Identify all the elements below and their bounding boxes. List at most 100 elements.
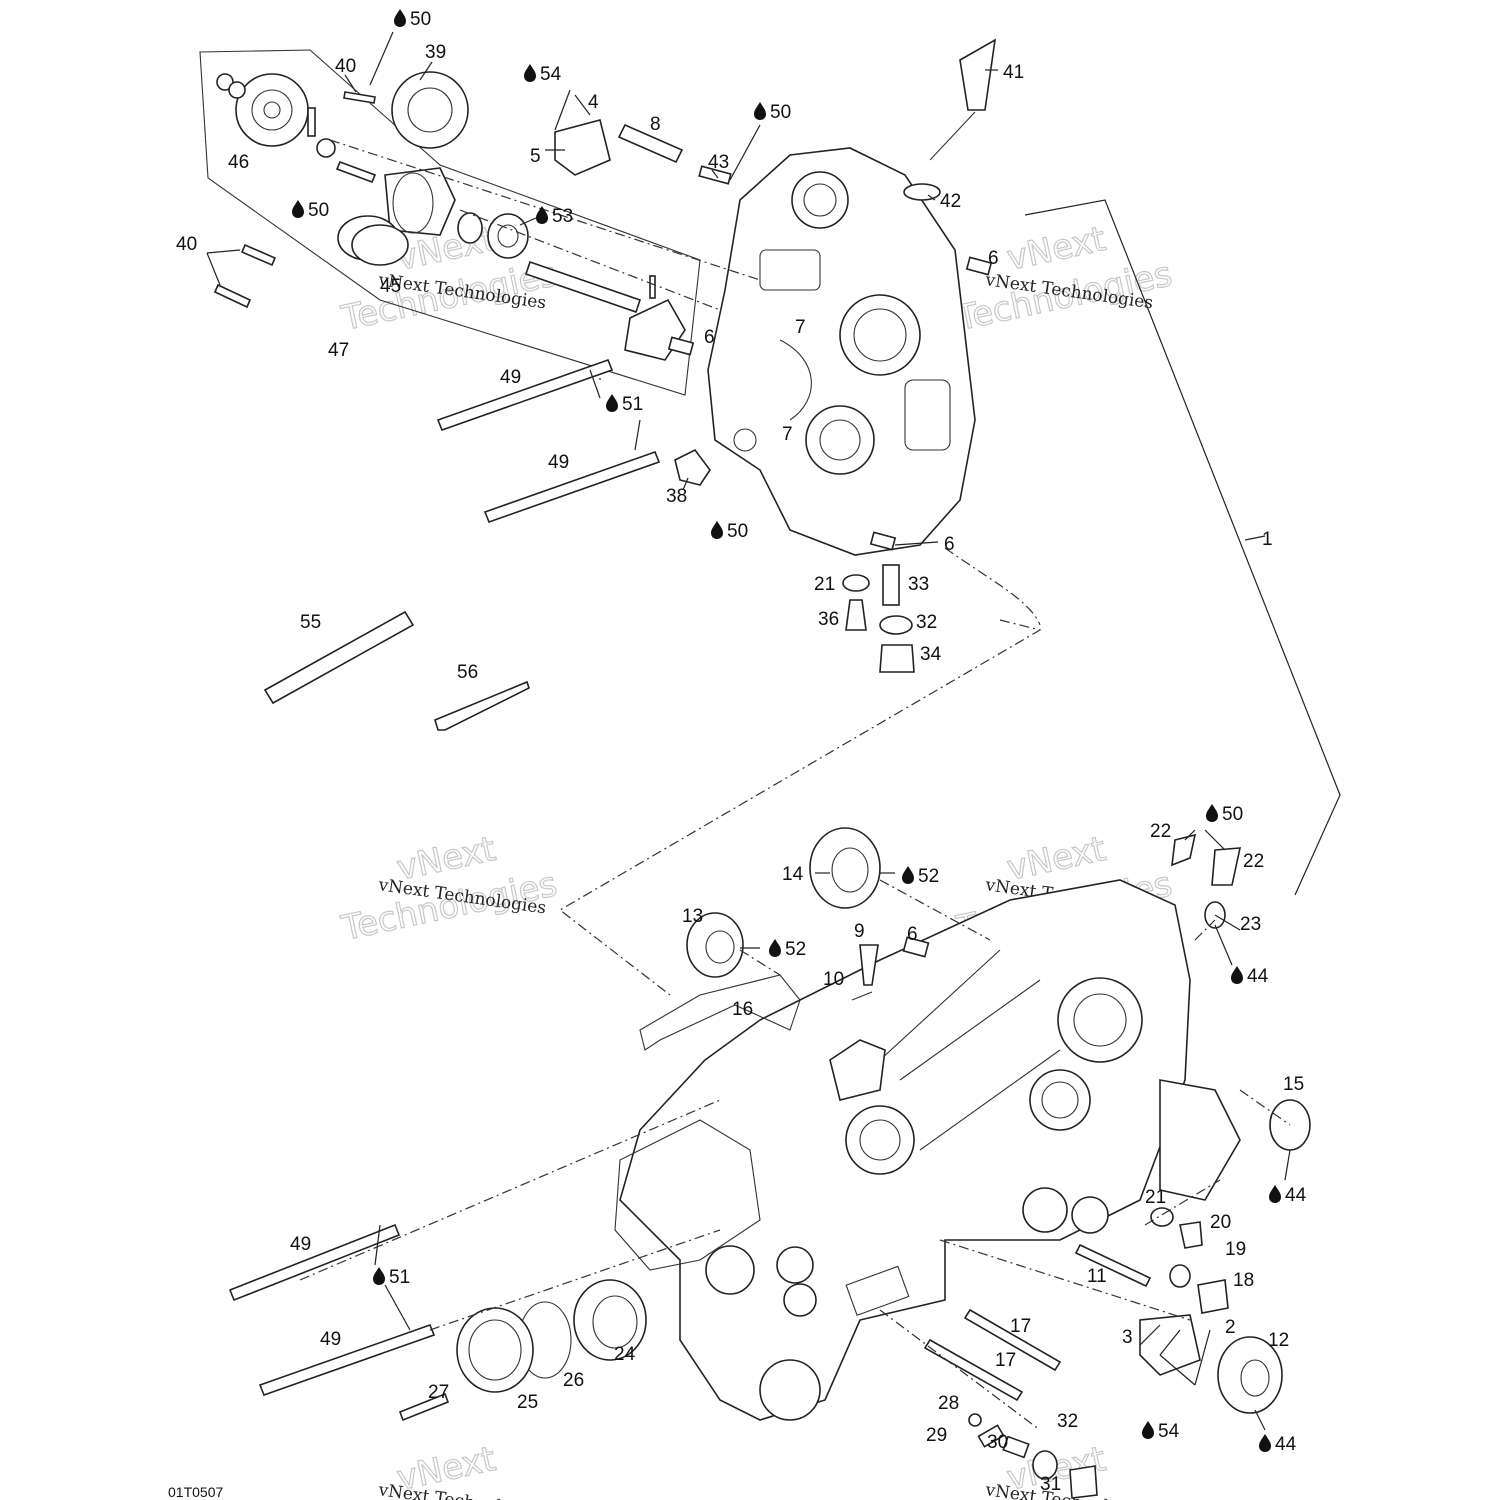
callout-number: 49 <box>548 452 569 473</box>
callout-49-a: 49 <box>500 367 521 388</box>
callout-number: 21 <box>1145 1187 1166 1208</box>
callout-number: 50 <box>1222 804 1243 825</box>
callout-44-a: 44 <box>1231 966 1269 987</box>
callout-8: 8 <box>650 114 661 135</box>
stud-49 <box>258 1323 436 1397</box>
callout-number: 49 <box>290 1234 311 1255</box>
oil-drop-icon <box>1269 1185 1281 1203</box>
callout-17-b: 17 <box>995 1350 1016 1371</box>
callout-number: 36 <box>818 609 839 630</box>
washer-32 <box>879 615 913 635</box>
callout-number: 40 <box>176 234 197 255</box>
callout-number: 49 <box>320 1329 341 1350</box>
callout-28: 28 <box>938 1393 959 1414</box>
washer-21 <box>1150 1207 1174 1227</box>
callout-number: 18 <box>1233 1270 1254 1291</box>
pin <box>307 107 316 137</box>
callout-54-b: 54 <box>1142 1421 1180 1442</box>
callout-7-b: 7 <box>782 424 793 445</box>
callout-21-a: 21 <box>814 574 835 595</box>
callout-number: 41 <box>1003 62 1024 83</box>
callout-number: 6 <box>988 248 999 269</box>
callout-7-a: 7 <box>795 317 806 338</box>
dipstick <box>959 38 997 111</box>
callout-52-a: 52 <box>902 866 939 887</box>
callout-33: 33 <box>908 574 929 595</box>
callout-number: 3 <box>1122 1327 1133 1348</box>
bolt-17 <box>923 1338 1024 1402</box>
seal-12-inner <box>1240 1359 1270 1397</box>
callout-number: 42 <box>940 191 961 212</box>
callout-number: 47 <box>328 340 349 361</box>
callout-number: 31 <box>1040 1474 1061 1495</box>
callout-10: 10 <box>823 969 844 990</box>
callout-47: 47 <box>328 340 349 361</box>
dowel-6 <box>869 531 897 551</box>
callout-number: 44 <box>1275 1434 1297 1455</box>
callout-50-c: 50 <box>292 200 329 221</box>
seal <box>457 212 483 244</box>
callout-32-a: 32 <box>916 612 937 633</box>
screw-9 <box>859 944 879 986</box>
callout-45: 45 <box>380 276 401 297</box>
o-ring-42 <box>903 183 941 201</box>
plug-31 <box>1069 1465 1098 1499</box>
oil-drop-icon <box>1206 804 1218 822</box>
callout-number: 17 <box>995 1350 1016 1371</box>
impeller-shaft <box>524 260 642 314</box>
filter-cover-25 <box>456 1307 534 1393</box>
callout-19: 19 <box>1225 1239 1246 1260</box>
oil-drop-icon <box>606 394 618 412</box>
fitting-22 <box>1211 847 1242 886</box>
callout-51-a: 51 <box>606 394 643 415</box>
callout-number: 33 <box>908 574 929 595</box>
callout-53: 53 <box>536 206 573 227</box>
gear-39 <box>391 71 469 149</box>
callout-9: 9 <box>854 921 865 942</box>
callout-number: 40 <box>335 56 356 77</box>
dowel-6 <box>667 336 695 356</box>
callout-5: 5 <box>530 146 541 167</box>
o-rings <box>337 215 409 266</box>
oil-drop-icon <box>524 64 536 82</box>
callout-number: 28 <box>938 1393 959 1414</box>
spring-29 <box>977 1424 1005 1448</box>
callout-14: 14 <box>782 864 804 885</box>
callout-20: 20 <box>1210 1212 1231 1233</box>
crankcase-half-upper <box>707 147 976 556</box>
callout-number: 39 <box>425 42 446 63</box>
gasket-lower <box>614 1119 761 1271</box>
bearing-shell <box>554 119 611 176</box>
callout-number: 56 <box>457 662 478 683</box>
callout-number: 51 <box>389 1267 410 1288</box>
callout-number: 53 <box>552 206 573 227</box>
callout-21-b: 21 <box>1145 1187 1166 1208</box>
tube-55 <box>263 610 415 705</box>
washer-21 <box>842 574 870 592</box>
pump-housing <box>384 167 456 236</box>
washer-19 <box>1169 1264 1191 1288</box>
callout-54-a: 54 <box>524 64 562 85</box>
callout-number: 6 <box>944 534 955 555</box>
callout-number: 45 <box>380 276 401 297</box>
callout-number: 5 <box>530 146 541 167</box>
washer <box>228 81 246 99</box>
callout-number: 32 <box>1057 1411 1078 1432</box>
callout-22-b: 22 <box>1243 851 1264 872</box>
callout-number: 1 <box>1262 529 1273 550</box>
callout-number: 4 <box>588 92 599 113</box>
callout-number: 22 <box>1243 851 1264 872</box>
stud-49 <box>228 1223 401 1302</box>
callout-number: 50 <box>727 521 748 542</box>
callout-42: 42 <box>940 191 961 212</box>
washer-10 <box>851 991 873 1001</box>
dowel-pin <box>617 123 684 164</box>
callout-12: 12 <box>1268 1330 1289 1351</box>
callout-number: 14 <box>782 864 804 885</box>
callout-51-b: 51 <box>373 1267 410 1288</box>
callout-43: 43 <box>708 152 729 173</box>
callout-number: 38 <box>666 486 687 507</box>
callout-6-b: 6 <box>704 327 715 348</box>
callout-49-d: 49 <box>320 1329 341 1350</box>
